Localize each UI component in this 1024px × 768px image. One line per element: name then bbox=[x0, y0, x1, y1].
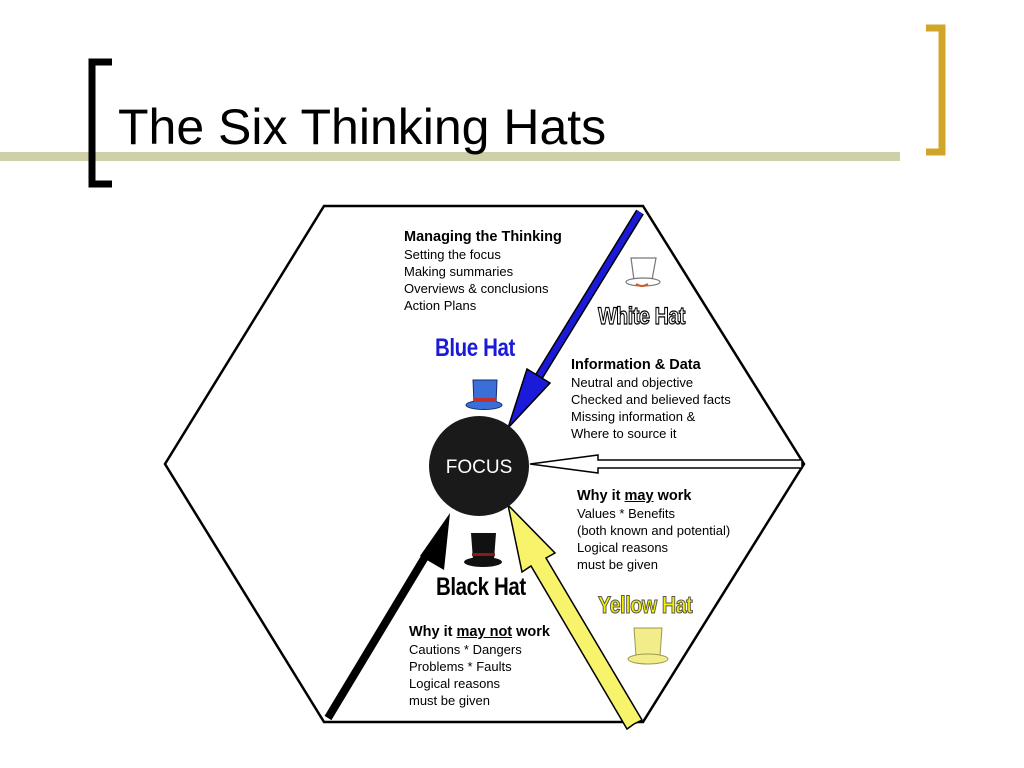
managing-line: Overviews & conclusions bbox=[404, 281, 549, 296]
managing-line: Making summaries bbox=[404, 264, 514, 279]
yellow-hat-icon bbox=[627, 627, 669, 665]
focus-label: FOCUS bbox=[445, 457, 513, 478]
title-band bbox=[0, 152, 900, 161]
information-line: Where to source it bbox=[571, 426, 677, 441]
managing-line: Action Plans bbox=[404, 298, 477, 313]
information-heading: Information & Data bbox=[571, 357, 701, 373]
white-arrow bbox=[529, 454, 803, 474]
black-hat-icon bbox=[464, 533, 502, 567]
blue-hat-icon bbox=[465, 379, 503, 410]
black-hat-label: Black Hat bbox=[436, 573, 526, 601]
cautions-heading: Why it may not work bbox=[409, 624, 550, 641]
managing-thinking-block: Managing the Thinking Setting the focus … bbox=[404, 229, 562, 314]
information-data-block: Information & Data Neutral and objective… bbox=[571, 357, 731, 442]
left-bracket bbox=[88, 58, 112, 188]
focus-circle bbox=[429, 416, 529, 516]
managing-line: Setting the focus bbox=[404, 247, 501, 262]
cautions-heading-emphasis: may not bbox=[456, 624, 513, 640]
blue-arrow bbox=[507, 209, 644, 429]
information-line: Checked and believed facts bbox=[571, 392, 731, 407]
white-hat-label: White Hat bbox=[598, 302, 686, 330]
cautions-line: must be given bbox=[409, 693, 490, 708]
cautions-heading-pre: Why it bbox=[409, 624, 457, 640]
cautions-line: Problems * Faults bbox=[409, 659, 512, 674]
managing-heading: Managing the Thinking bbox=[404, 229, 562, 245]
blue-hat-label: Blue Hat bbox=[435, 334, 515, 362]
yellow-hat-label: Yellow Hat bbox=[598, 591, 694, 619]
benefits-heading: Why it may work bbox=[577, 488, 730, 505]
benefits-line: (both known and potential) bbox=[577, 523, 731, 538]
cautions-heading-post: work bbox=[512, 624, 550, 640]
cautions-line: Cautions * Dangers bbox=[409, 642, 522, 657]
cautions-block: Why it may not work Cautions * Dangers P… bbox=[409, 624, 550, 709]
slide-title: The Six Thinking Hats bbox=[118, 99, 607, 155]
benefits-line: Values * Benefits bbox=[577, 506, 676, 521]
cautions-line: Logical reasons bbox=[409, 676, 501, 691]
white-hat-icon bbox=[625, 257, 661, 287]
information-line: Missing information & bbox=[571, 409, 696, 424]
right-bracket bbox=[926, 24, 946, 156]
benefits-heading-pre: Why it bbox=[577, 488, 625, 504]
information-line: Neutral and objective bbox=[571, 375, 694, 390]
benefits-block: Why it may work Values * Benefits (both … bbox=[577, 488, 730, 573]
benefits-line: Logical reasons bbox=[577, 540, 669, 555]
black-arrow bbox=[324, 513, 450, 721]
benefits-line: must be given bbox=[577, 557, 658, 572]
benefits-heading-emphasis: may bbox=[624, 488, 654, 504]
benefits-heading-post: work bbox=[653, 488, 692, 504]
